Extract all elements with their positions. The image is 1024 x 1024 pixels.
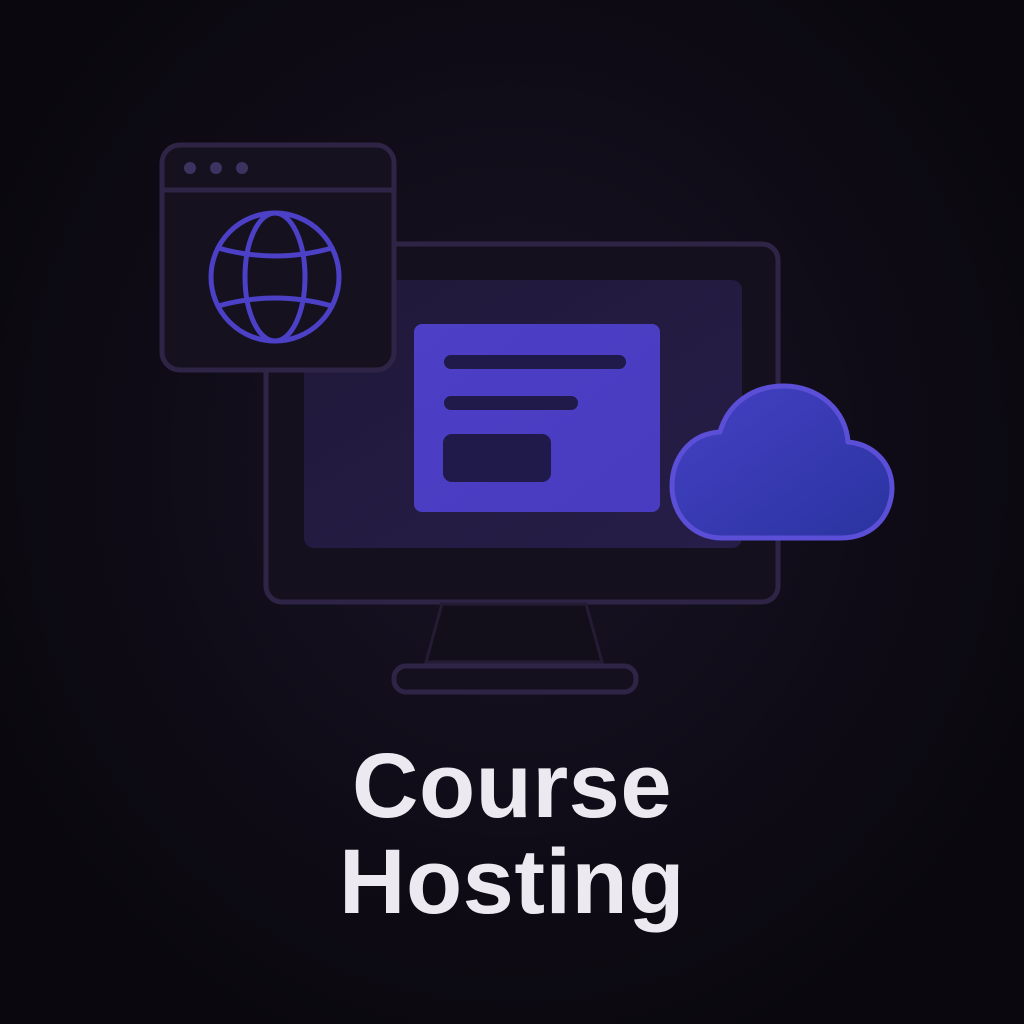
title-line-1: Course — [352, 735, 672, 837]
content-card-icon — [414, 324, 660, 512]
page-title: Course Hosting — [0, 738, 1024, 930]
cloud-icon — [669, 383, 895, 541]
globe-icon — [208, 210, 342, 344]
title-line-2: Hosting — [339, 831, 685, 933]
